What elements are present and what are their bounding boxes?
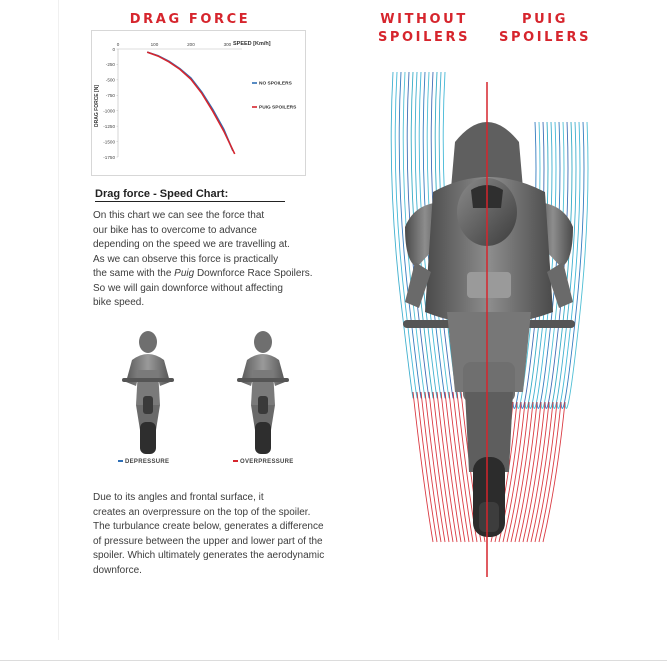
text-line: downforce. (93, 564, 142, 576)
text-line: the same with the Puig Downforce Race Sp… (93, 267, 313, 282)
bike-depressure-icon (122, 331, 174, 454)
puig-line2: SPOILERS (499, 30, 592, 45)
chart-caption: Drag force - Speed Chart: (95, 188, 285, 202)
text-fragment: the same with the (93, 268, 172, 279)
streamline (440, 391, 462, 543)
y-tick-label: -1500 (103, 139, 115, 144)
streamline (530, 401, 554, 543)
bike-overpressure-icon (237, 331, 289, 454)
spoiler-explanation-paragraph: Due to its angles and frontal surface, i… (93, 491, 324, 578)
streamline (540, 121, 565, 409)
chart-explanation-paragraph: On this chart we can see the force that … (93, 209, 313, 311)
y-tick-label: -750 (106, 93, 116, 98)
drag-force-chart: 0 -250 -500 -750 -1000 -1250 -1500 -1750 0 100 20… (91, 30, 306, 176)
streamline (506, 401, 530, 543)
streamline (390, 71, 414, 399)
y-tick-label: -1250 (103, 124, 115, 129)
x-tick-labels: 0 100 200 300 (117, 42, 232, 47)
streamline (424, 391, 446, 543)
text-line: spoiler. Which ultimately generates the … (93, 550, 325, 561)
x-tick-label: 0 (117, 42, 120, 47)
streamline (420, 391, 442, 543)
streamline (518, 401, 542, 543)
y-tick-label: -250 (106, 62, 116, 67)
drag-force-heading: DRAG FORCE (129, 12, 251, 27)
bottom-divider (0, 660, 667, 661)
text-line: bike speed. (93, 297, 145, 308)
streamline (548, 121, 573, 409)
y-tick-label: -1750 (103, 155, 115, 160)
motorcycle-top-view (403, 122, 575, 537)
streamline (412, 391, 434, 543)
depressure-swatch (118, 460, 123, 463)
y-tick-label: -500 (106, 78, 116, 83)
streamline (560, 121, 585, 409)
streamline (538, 401, 562, 543)
streamline (534, 401, 558, 543)
airflow-simulation-image (390, 71, 589, 577)
puig-spoilers-heading: PUIG SPOILERS (499, 11, 591, 47)
streamline (448, 391, 470, 543)
without-line1: WITHOUT (380, 12, 468, 27)
chart-legend: NO SPOILERS PUIG SPOILERS (252, 81, 297, 111)
series-line-puig-spoilers (146, 51, 236, 155)
chart-svg: 0 -250 -500 -750 -1000 -1250 -1500 -1750 0 100 20… (94, 41, 297, 160)
y-tick-label: -1000 (103, 109, 115, 114)
legend-overpressure: OVERPRESSURE (233, 459, 294, 465)
streamline (526, 401, 550, 543)
overpressure-swatch (233, 460, 238, 463)
page-edge (58, 0, 59, 640)
chart-grid (117, 48, 242, 157)
legend-label: PUIG SPOILERS (259, 105, 297, 111)
legend-depressure: DEPRESSURE (118, 459, 169, 465)
puig-line1: PUIG (522, 12, 568, 27)
legend-overpressure-label: OVERPRESSURE (240, 459, 294, 465)
streamline (556, 121, 581, 409)
streamline (542, 401, 566, 543)
y-tick-label: 0 (112, 47, 115, 52)
streamline (398, 71, 422, 399)
streamline (502, 401, 526, 543)
streamline (514, 401, 538, 543)
streamline (452, 391, 474, 543)
streamline (564, 121, 589, 409)
text-line: Due to its angles and frontal surface, i… (93, 492, 264, 503)
legend-depressure-label: DEPRESSURE (125, 459, 170, 465)
streamline (522, 401, 546, 543)
streamline (394, 71, 418, 399)
streamline (552, 121, 577, 409)
text-line: On this chart we can see the force that (93, 210, 265, 221)
x-tick-label: 300 (224, 42, 232, 47)
text-line: As we can observe this force is practica… (93, 253, 279, 265)
streamline (544, 121, 569, 409)
text-line: of pressure between the upper and lower … (93, 535, 323, 547)
text-line: creates an overpressure on the top of th… (93, 506, 311, 518)
streamline (436, 391, 458, 543)
series-line-no-spoilers (146, 51, 234, 152)
text-line: depending on the speed we are travelling… (93, 239, 290, 250)
streamline (416, 391, 438, 543)
x-axis-label: SPEED [Km/h] (233, 41, 271, 47)
x-tick-label: 100 (151, 42, 159, 47)
brand-name: Puig (174, 268, 195, 279)
chart-series-group (146, 51, 236, 155)
x-tick-label: 200 (187, 42, 195, 47)
streamline (510, 401, 534, 543)
y-tick-labels: 0 -250 -500 -750 -1000 -1250 -1500 -1750 (103, 47, 118, 160)
streamline (444, 391, 466, 543)
legend-label: NO SPOILERS (259, 81, 293, 87)
streamline (432, 391, 454, 543)
text-fragment: Downforce Race Spoilers. (196, 268, 313, 279)
without-line2: SPOILERS (377, 30, 471, 45)
text-line: our bike has to overcome to advance (93, 224, 257, 236)
y-axis-label: DRAG FORCE [N] (94, 85, 100, 127)
streamline (428, 391, 450, 543)
without-spoilers-heading: WITHOUT SPOILERS (376, 11, 472, 47)
pressure-bikes-illustration (122, 331, 289, 454)
text-line: The turbulance create below, generates a… (93, 521, 324, 532)
text-line: So we will gain downforce without affect… (93, 282, 283, 294)
